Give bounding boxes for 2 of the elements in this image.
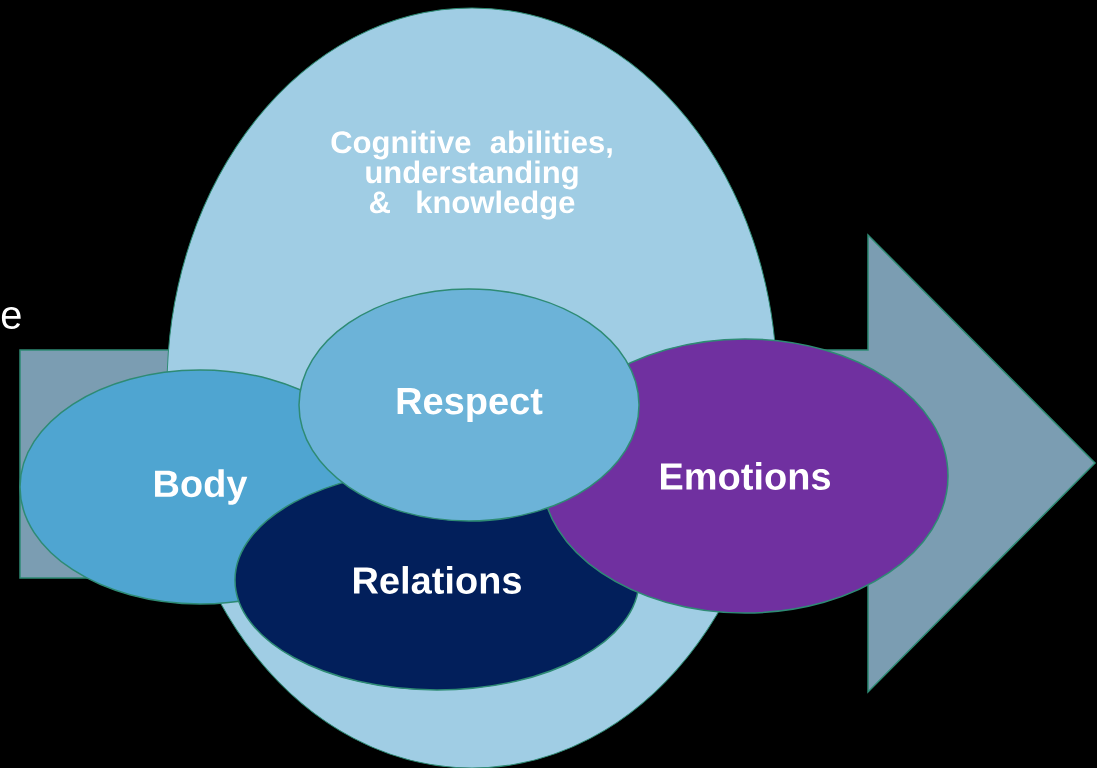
letter-fragment: e <box>1 307 21 329</box>
oval: Respect <box>298 288 640 522</box>
